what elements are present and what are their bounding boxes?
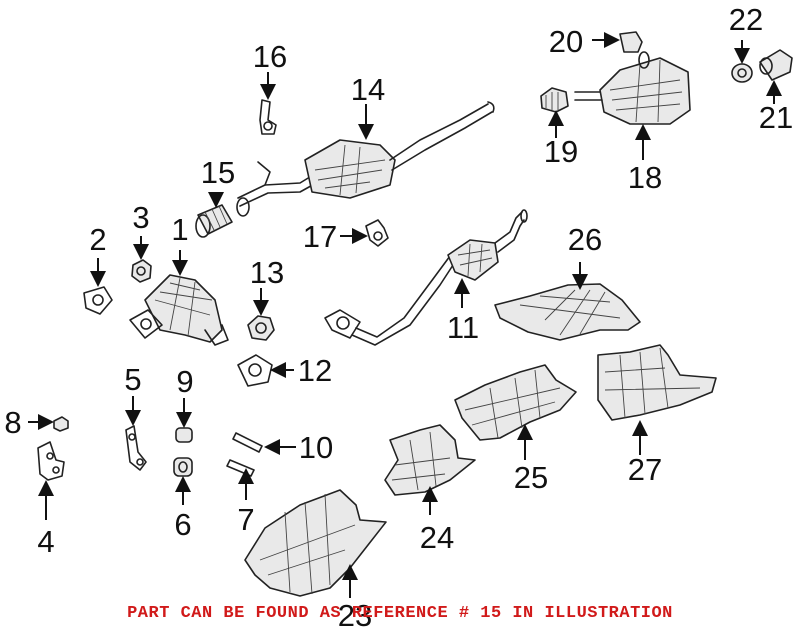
callout-21: 21 bbox=[759, 100, 793, 135]
heat-shield-part-27 bbox=[597, 344, 717, 421]
clamp-part-13 bbox=[247, 315, 275, 341]
callout-24: 24 bbox=[420, 520, 454, 555]
catalytic-converter-part bbox=[129, 274, 229, 346]
bushing-part-9 bbox=[175, 427, 193, 443]
callout-26: 26 bbox=[568, 222, 602, 257]
hanger-part-17 bbox=[365, 219, 389, 247]
callout-15: 15 bbox=[201, 155, 235, 190]
ring-part-22 bbox=[731, 63, 753, 83]
callout-8: 8 bbox=[4, 405, 21, 440]
leader-lines bbox=[28, 32, 782, 598]
callout-13: 13 bbox=[250, 255, 284, 290]
hanger-part-16 bbox=[259, 99, 277, 135]
bolt-part-7 bbox=[226, 459, 255, 477]
callout-23: 23 bbox=[338, 598, 372, 630]
callout-14: 14 bbox=[351, 72, 385, 107]
callout-2: 2 bbox=[89, 222, 106, 257]
bushing-part-6 bbox=[173, 457, 193, 477]
callout-22: 22 bbox=[729, 2, 763, 37]
heat-shield-part-24 bbox=[384, 424, 476, 496]
callout-10: 10 bbox=[299, 430, 333, 465]
gasket-part-12 bbox=[237, 354, 273, 387]
callout-19: 19 bbox=[544, 134, 578, 169]
callout-16: 16 bbox=[253, 39, 287, 74]
callout-labels: 1 2 3 4 5 6 7 8 9 10 11 12 13 14 15 16 1… bbox=[4, 2, 793, 630]
bracket-part-5 bbox=[125, 425, 147, 471]
rear-muffler-part bbox=[574, 51, 691, 125]
pipe-clamp-part bbox=[195, 197, 250, 238]
callout-17: 17 bbox=[303, 219, 337, 254]
reference-footnote: PART CAN BE FOUND AS REFERENCE # 15 IN I… bbox=[127, 604, 673, 623]
heat-shield-part-25 bbox=[454, 364, 577, 441]
callout-1: 1 bbox=[171, 212, 188, 247]
callout-4: 4 bbox=[37, 524, 54, 559]
callout-6: 6 bbox=[174, 507, 191, 542]
callout-27: 27 bbox=[628, 452, 662, 487]
center-muffler-part bbox=[237, 101, 495, 207]
heat-shield-part-23 bbox=[244, 489, 387, 597]
callout-18: 18 bbox=[628, 160, 662, 195]
bracket-part-4 bbox=[37, 441, 65, 481]
callout-3: 3 bbox=[132, 200, 149, 235]
callout-5: 5 bbox=[124, 362, 141, 397]
bolt-part-10 bbox=[232, 432, 263, 453]
front-pipe-part bbox=[324, 209, 528, 346]
callout-20: 20 bbox=[549, 24, 583, 59]
callout-25: 25 bbox=[514, 460, 548, 495]
callout-9: 9 bbox=[176, 364, 193, 399]
bolt-part-8 bbox=[53, 416, 69, 432]
nut-part-3 bbox=[131, 259, 152, 283]
tail-pipe-tip-part bbox=[759, 49, 793, 81]
callout-12: 12 bbox=[298, 353, 332, 388]
callout-7: 7 bbox=[237, 502, 254, 537]
callout-11: 11 bbox=[447, 310, 479, 345]
heat-shield-part-26 bbox=[494, 283, 641, 341]
bracket-part-20 bbox=[619, 31, 643, 53]
clamp-part-19 bbox=[540, 87, 569, 113]
gasket-part-2 bbox=[83, 286, 113, 315]
